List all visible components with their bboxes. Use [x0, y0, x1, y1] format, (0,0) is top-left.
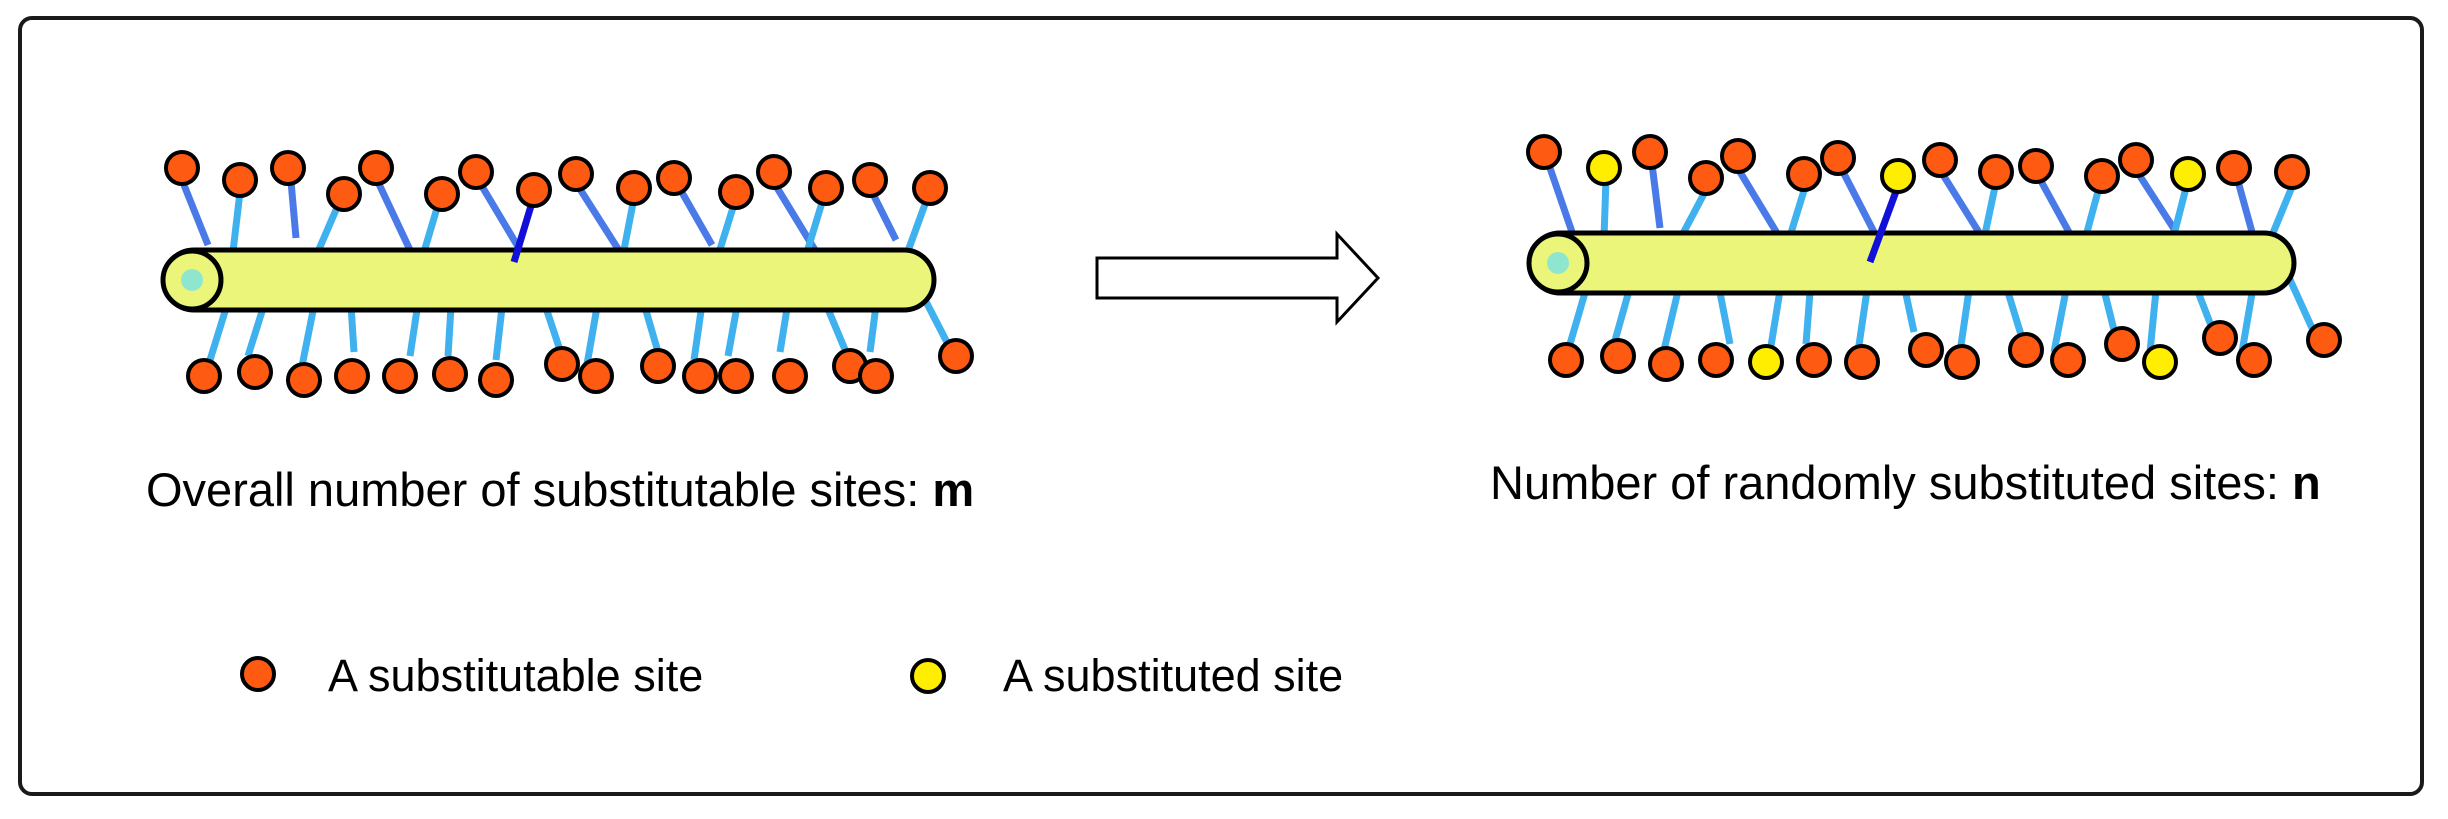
substitutable-site [1632, 134, 1668, 170]
substitutable-site [616, 170, 652, 206]
polymer-rod [1527, 230, 2297, 296]
substitutable-site [640, 348, 676, 384]
substitutable-site [2050, 342, 2086, 378]
substitutable-site [1796, 342, 1832, 378]
substitutable-site [2202, 320, 2238, 356]
right-caption-variable: n [2291, 456, 2321, 509]
substitutable-site [186, 358, 222, 394]
site-markers [1526, 134, 2342, 382]
substitutable-site [1978, 154, 2014, 190]
substitutable-site [558, 156, 594, 192]
substitutable-site [516, 172, 552, 208]
right-caption: Number of randomly substituted sites: n [1490, 455, 2321, 510]
substitutable-site [912, 170, 948, 206]
left-caption-variable: m [932, 463, 975, 516]
substitutable-site [938, 338, 974, 374]
diagram-frame [18, 16, 2424, 796]
substitutable-site [1786, 156, 1822, 192]
right-caption-text: Number of randomly substituted sites: [1490, 456, 2292, 509]
substitutable-site [1944, 344, 1980, 380]
substitutable-site [270, 150, 306, 186]
substitutable-site [2118, 142, 2154, 178]
bond-stick [1600, 177, 1610, 239]
left-caption-text: Overall number of substitutable sites: [146, 463, 933, 516]
substitutable-site [2236, 342, 2272, 378]
substituted-site [1880, 158, 1916, 194]
substitutable-site [286, 362, 322, 398]
substitutable-site [424, 176, 460, 212]
substitutable-site [2306, 322, 2342, 358]
substitutable-site [382, 358, 418, 394]
legend-label-substituted: A substituted site [1003, 650, 1344, 701]
substitutable-site [656, 160, 692, 196]
substituted-site [2142, 344, 2178, 380]
bond-stick [1937, 168, 1983, 236]
substitutable-site [718, 358, 754, 394]
substitutable-site [682, 358, 718, 394]
substitutable-site [164, 150, 200, 186]
substitutable-site [2008, 332, 2044, 368]
substitutable-site [358, 150, 394, 186]
bond-sticks-front [1866, 184, 1902, 264]
substitutable-site [237, 354, 273, 390]
substitutable-site [772, 358, 808, 394]
substitutable-site [544, 346, 580, 382]
substitutable-site [1820, 140, 1856, 176]
substitutable-site [858, 358, 894, 394]
substitutable-site [326, 176, 362, 212]
bond-stick [2133, 168, 2179, 234]
substitutable-site [1908, 332, 1944, 368]
left-caption: Overall number of substitutable sites: m [146, 462, 974, 517]
left-molecule [160, 150, 974, 398]
substitutable-site [756, 154, 792, 190]
bond-stick [1866, 184, 1902, 264]
substitutable-site [578, 358, 614, 394]
substitutable-site [222, 162, 258, 198]
substitutable-site [1922, 142, 1958, 178]
substitutable-site [1720, 138, 1756, 174]
substitutable-site [1698, 342, 1734, 378]
substitutable-site [2104, 326, 2140, 362]
substituted-site [2170, 156, 2206, 192]
substitutable-site [1600, 338, 1636, 374]
substituted-site [1748, 344, 1784, 380]
substitutable-site [1688, 160, 1724, 196]
substitutable-site [1844, 344, 1880, 380]
bond-stick [180, 183, 212, 247]
legend-substitutable-marker [240, 656, 276, 692]
substitutable-site [1526, 134, 1562, 170]
bond-stick [1546, 166, 1576, 234]
substitutable-site [2018, 148, 2054, 184]
substitutable-site [2084, 158, 2120, 194]
bond-stick [1836, 164, 1878, 234]
substitutable-site [852, 162, 888, 198]
substitutable-site [1548, 342, 1584, 378]
substitutable-site [478, 362, 514, 398]
substitutable-site [1648, 346, 1684, 382]
legend-substituted-marker [910, 658, 946, 694]
bond-stick [374, 180, 414, 252]
rod-end-core [1547, 252, 1569, 274]
polymer-rod [161, 247, 937, 313]
substitutable-site [2216, 150, 2252, 186]
right-molecule [1526, 134, 2342, 382]
legend-markers [240, 656, 946, 694]
right-arrow-icon [1095, 230, 1381, 326]
substitutable-site [458, 154, 494, 190]
bond-stick [473, 176, 524, 252]
bond-stick [1737, 170, 1783, 240]
substituted-site [1586, 150, 1622, 186]
legend-label-substitutable: A substitutable site [328, 650, 704, 701]
site-markers [164, 150, 974, 398]
bond-stick [1648, 163, 1664, 229]
substitutable-site [718, 174, 754, 210]
substitutable-site [432, 356, 468, 392]
substitutable-site [808, 170, 844, 206]
rod-end-core [181, 269, 203, 291]
bond-stick [575, 184, 623, 254]
substitutable-site [334, 358, 370, 394]
substitutable-site [2274, 154, 2310, 190]
